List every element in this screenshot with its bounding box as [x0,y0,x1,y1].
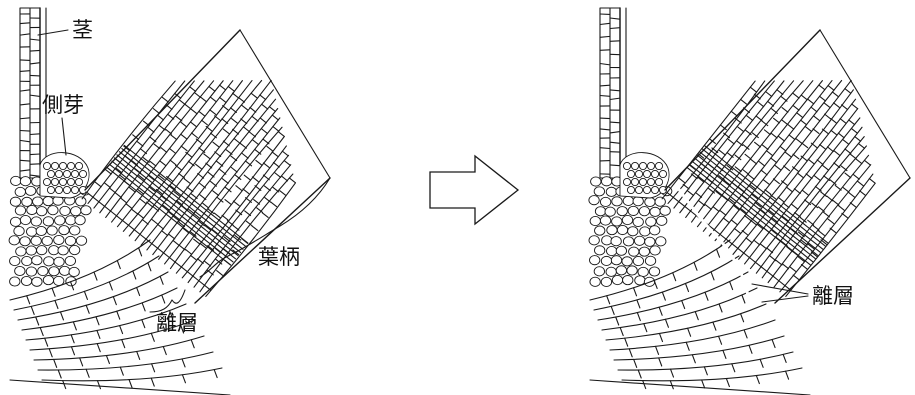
lateral-bud [39,152,90,199]
abscission-zone [106,144,249,266]
abscission-label-left: 離層 [156,311,198,335]
after-abscission-panel: 離層 [588,7,911,395]
abscission-leader-line-2 [761,295,809,303]
lower-tissue [9,239,231,395]
abscission-label-right: 離層 [812,284,854,308]
petiole [81,29,331,305]
stem-label: 茎 [72,18,93,42]
transition-arrow [429,154,520,226]
abscission-zone-separating [686,144,829,266]
stem [599,7,627,179]
petiole-separating [661,29,911,304]
petiole-brace [199,177,331,278]
abscission-leader-line-1 [751,283,809,295]
lower-tissue [589,239,811,395]
stem-base-tissue [588,175,673,287]
separation-gap [676,187,750,297]
lateral-bud [619,152,670,199]
lateral-bud-label: 側芽 [42,93,84,117]
abscission-brace [149,289,186,313]
before-abscission-panel: 茎 側芽 葉柄 離層 [8,7,331,395]
stem-leader-line [37,29,69,36]
petiole-label: 葉柄 [258,245,300,269]
bud-leader-line [61,117,67,156]
